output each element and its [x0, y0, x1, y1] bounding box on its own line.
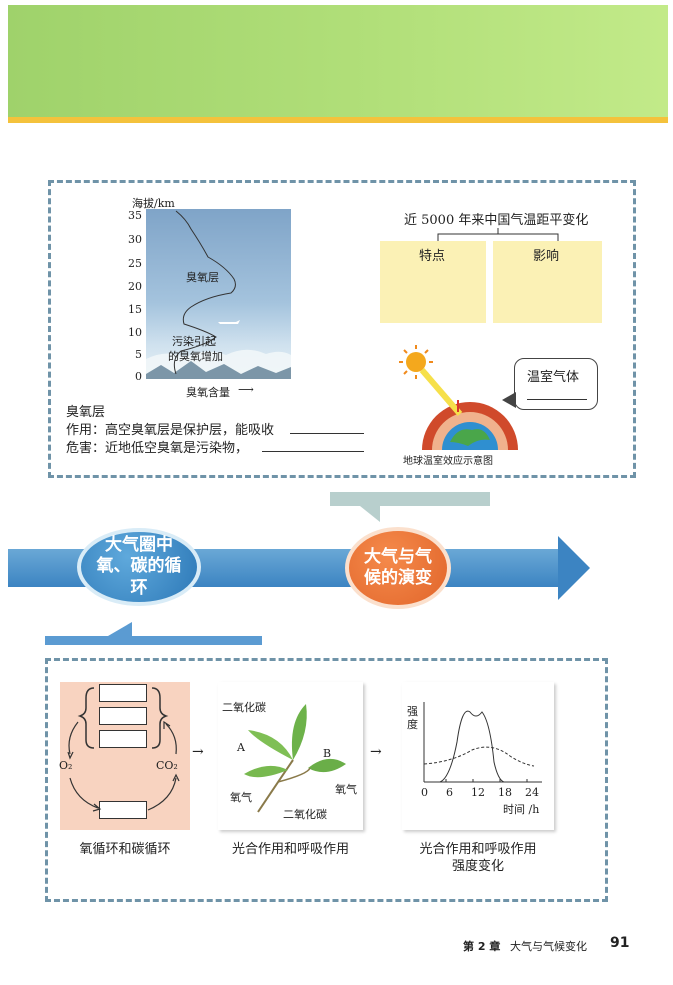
leaf-diagram	[218, 682, 363, 830]
y-tick: 35	[128, 209, 142, 222]
y-tick: 15	[128, 303, 142, 316]
ozone-function-line: 作用：高空臭氧层是保护层，能吸收	[66, 423, 275, 438]
greenhouse-illustration	[399, 345, 518, 450]
blank-box-1	[99, 684, 147, 702]
ozone-curve-graphic	[146, 210, 291, 379]
x-tick: 0	[421, 786, 428, 799]
pollution-label-line2: 的臭氧增加	[168, 350, 223, 363]
leaf-oxygen-left: 氧气	[230, 791, 252, 804]
intensity-y-label-1: 强	[407, 705, 418, 718]
cycle-caption: 氧循环和碳循环	[79, 842, 171, 857]
ozone-chart-image	[146, 209, 291, 379]
leaf-label-b: B	[323, 747, 332, 760]
intensity-x-label: 时间 /h	[503, 803, 540, 816]
bracket-graphic	[437, 228, 559, 241]
o2-label: O₂	[59, 759, 73, 772]
leaf-co2-bottom: 二氧化碳	[283, 808, 327, 821]
connector-bottom-tail	[108, 622, 132, 636]
blank-box-4	[99, 801, 147, 819]
connector-top	[330, 492, 490, 506]
x-tick: 12	[471, 786, 485, 799]
blank-box-2	[99, 707, 147, 725]
blank-box-3	[99, 730, 147, 748]
intensity-y-label-2: 度	[407, 718, 418, 731]
footer-chapter: 第 2 章	[463, 940, 501, 953]
features-box	[380, 241, 486, 323]
y-tick: 20	[128, 280, 142, 293]
topic-left-label: 大气圈中氧、碳的循环	[96, 535, 182, 598]
blank-harm	[262, 451, 364, 452]
x-axis-arrow-icon: ⟶	[238, 383, 254, 396]
co2-label: CO₂	[156, 759, 178, 772]
y-tick: 30	[128, 233, 142, 246]
x-tick: 24	[525, 786, 539, 799]
x-tick: 6	[446, 786, 453, 799]
x-tick: 18	[498, 786, 512, 799]
impacts-label: 影响	[533, 249, 560, 264]
y-tick: 0	[135, 370, 142, 383]
leaf-graphic	[244, 704, 346, 813]
topic-right-label: 大气与气候的演变	[364, 546, 432, 588]
greenhouse-gas-bubble	[514, 358, 598, 410]
leaf-oxygen-right: 氧气	[335, 783, 357, 796]
intensity-curves	[423, 702, 542, 783]
topic-atmosphere-climate: 大气与气候的演变	[345, 527, 451, 609]
footer-chapter-title: 大气与气候变化	[510, 940, 587, 953]
ozone-x-axis-label: 臭氧含量	[186, 386, 230, 399]
greenhouse-caption: 地球温室效应示意图	[403, 456, 493, 467]
leaf-co2-top: 二氧化碳	[222, 701, 266, 714]
blank-greenhouse	[527, 399, 587, 400]
y-tick: 10	[128, 326, 142, 339]
ozone-layer-label: 臭氧层	[186, 271, 219, 284]
top-banner	[8, 5, 668, 117]
leaf-caption: 光合作用和呼吸作用	[231, 842, 349, 857]
temperature-title: 近 5000 年来中国气温距平变化	[404, 213, 589, 228]
ozone-heading: 臭氧层	[66, 405, 106, 420]
arrow-head-icon	[558, 536, 590, 600]
y-tick: 25	[128, 257, 142, 270]
ozone-harm-line: 危害：近地低空臭氧是污染物，	[66, 441, 249, 456]
topic-oxygen-carbon-cycle: 大气圈中氧、碳的循环	[77, 528, 201, 606]
connector-top-tail	[360, 506, 380, 522]
connector-bottom	[45, 636, 262, 645]
page-number: 91	[610, 935, 630, 951]
pollution-label-line1: 污染引起	[172, 335, 216, 348]
arrow-right-icon-1: →	[192, 744, 204, 760]
ozone-y-axis-label: 海拔/km	[132, 197, 175, 210]
blank-function	[290, 433, 364, 434]
intensity-caption-line1: 光合作用和呼吸作用	[419, 842, 537, 857]
banner-strip	[8, 117, 668, 123]
arrow-right-icon-2: →	[370, 744, 382, 760]
bubble-tail	[502, 392, 516, 408]
greenhouse-gas-label: 温室气体	[527, 370, 580, 385]
intensity-caption-line2: 强度变化	[451, 859, 504, 874]
features-label: 特点	[419, 249, 446, 264]
intensity-graph	[402, 682, 554, 830]
leaf-label-a: A	[237, 741, 245, 754]
impacts-box	[493, 241, 602, 323]
cycle-arrows-graphic	[67, 687, 180, 812]
y-tick: 5	[135, 348, 142, 361]
